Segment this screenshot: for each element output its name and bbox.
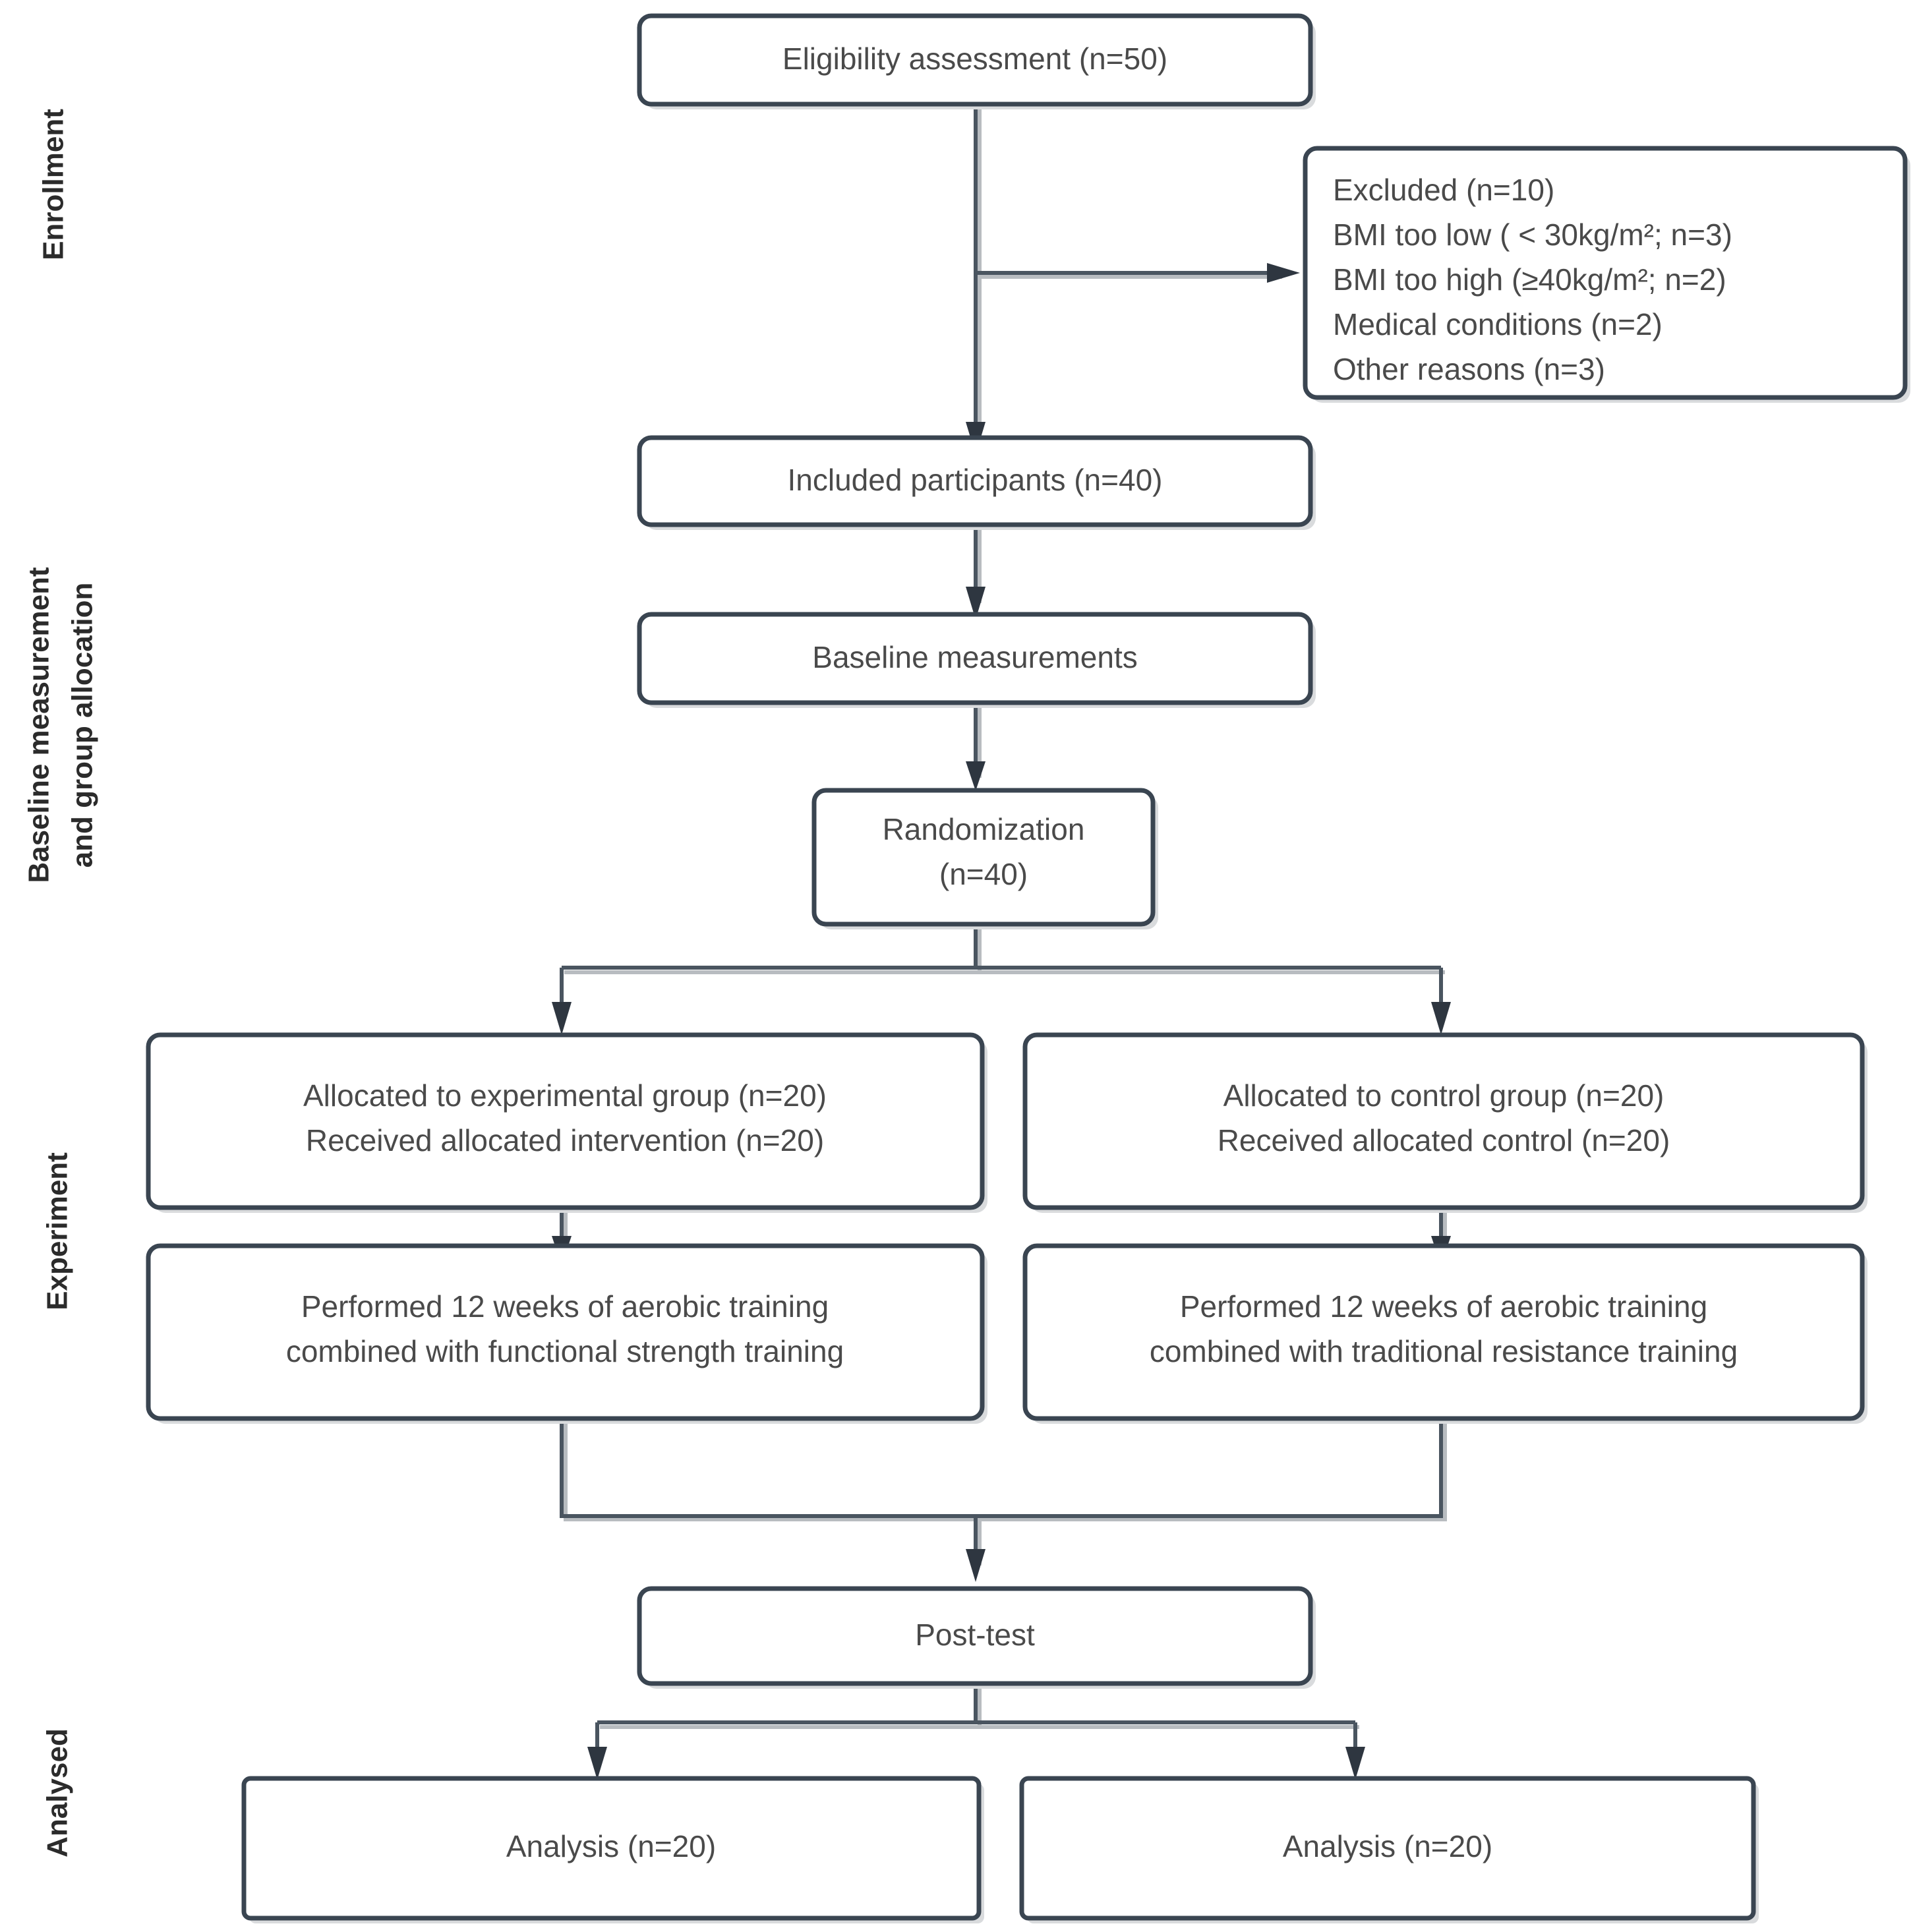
connector-posttest-split <box>587 1684 1365 1780</box>
stage-label-experiment-text: Experiment <box>42 1152 74 1310</box>
node-excluded-line-3: Medical conditions (n=2) <box>1333 307 1663 341</box>
node-posttest[interactable]: Post-test <box>637 1586 1316 1689</box>
connector-baseline-to-randomization <box>966 703 986 791</box>
node-training-exp-line-0: Performed 12 weeks of aerobic training <box>301 1289 829 1324</box>
node-alloc-exp-line-1: Received allocated intervention (n=20) <box>306 1123 824 1157</box>
node-baseline-line-0: Baseline measurements <box>812 640 1137 674</box>
node-randomization-line-0: Randomization <box>883 812 1085 846</box>
node-included-participants[interactable]: Included participants (n=40) <box>637 435 1316 530</box>
node-included-line-0: Included participants (n=40) <box>788 463 1163 497</box>
stage-label-enrollment-text: Enrollment <box>38 109 70 260</box>
connector-included-to-baseline <box>966 525 986 620</box>
node-eligibility-assessment[interactable]: Eligibility assessment (n=50) <box>637 13 1316 109</box>
node-randomization-line-1: (n=40) <box>939 857 1028 891</box>
node-excluded-line-1: BMI too low ( < 30kg/m²; n=3) <box>1333 218 1732 252</box>
node-analysis-right[interactable]: Analysis (n=20) <box>1019 1776 1759 1923</box>
stage-label-analysed-text: Analysed <box>42 1728 74 1858</box>
connector-randomization-split <box>552 923 1451 1035</box>
node-randomization[interactable]: Randomization (n=40) <box>811 788 1158 929</box>
node-alloc-ctrl-line-1: Received allocated control (n=20) <box>1218 1123 1670 1157</box>
node-baseline-measurements[interactable]: Baseline measurements <box>637 612 1316 708</box>
node-excluded[interactable]: Excluded (n=10) BMI too low ( < 30kg/m²;… <box>1303 146 1910 403</box>
node-alloc-exp-line-0: Allocated to experimental group (n=20) <box>303 1078 827 1113</box>
node-excluded-line-2: BMI too high (≥40kg/m²; n=2) <box>1333 262 1726 297</box>
node-excluded-line-0: Excluded (n=10) <box>1333 173 1554 207</box>
stage-label-baseline: Baseline measurement and group allocatio… <box>23 567 99 883</box>
node-training-experimental[interactable]: Performed 12 weeks of aerobic training c… <box>146 1243 987 1424</box>
node-training-control[interactable]: Performed 12 weeks of aerobic training c… <box>1022 1243 1868 1424</box>
node-posttest-line-0: Post-test <box>915 1618 1035 1652</box>
node-excluded-line-4: Other reasons (n=3) <box>1333 352 1605 386</box>
node-eligibility-line-0: Eligibility assessment (n=50) <box>782 42 1167 76</box>
node-alloc-ctrl-line-0: Allocated to control group (n=20) <box>1223 1078 1664 1113</box>
stage-label-baseline-line-1: and group allocation <box>67 583 99 868</box>
node-alloc-experimental[interactable]: Allocated to experimental group (n=20) R… <box>146 1032 987 1213</box>
node-training-exp-line-1: combined with functional strength traini… <box>286 1334 844 1368</box>
stage-label-analysed: Analysed <box>42 1728 74 1858</box>
connector-training-merge-to-posttest <box>560 1417 1447 1582</box>
node-analysis-right-line-0: Analysis (n=20) <box>1283 1829 1492 1863</box>
stage-label-enrollment: Enrollment <box>38 109 70 260</box>
node-alloc-control[interactable]: Allocated to control group (n=20) Receiv… <box>1022 1032 1868 1213</box>
node-training-ctrl-line-0: Performed 12 weeks of aerobic training <box>1180 1289 1707 1324</box>
connector-eligibility-to-excluded <box>976 263 1300 283</box>
stage-label-baseline-line-0: Baseline measurement <box>23 567 55 883</box>
node-analysis-left-line-0: Analysis (n=20) <box>506 1829 716 1863</box>
stage-label-experiment: Experiment <box>42 1152 74 1310</box>
node-training-ctrl-line-1: combined with traditional resistance tra… <box>1150 1334 1738 1368</box>
node-analysis-left[interactable]: Analysis (n=20) <box>241 1776 984 1923</box>
